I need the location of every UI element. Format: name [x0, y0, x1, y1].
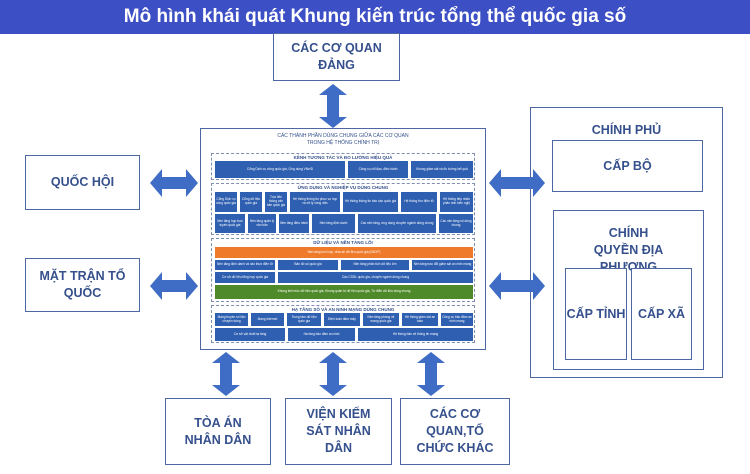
channel-item: Công cụ chỉ đạo, điều hành: [348, 161, 408, 178]
data-item: Bản đồ số quốc gia: [278, 260, 338, 270]
infra-item: Hạ tầng bảo đảm an ninh: [288, 328, 355, 341]
fatherland-front-box: MẶT TRẬN TỔ QUỐC: [25, 258, 140, 312]
channel-item: Cổng Dịch vụ công quốc gia, Ứng dụng VNe…: [215, 161, 345, 178]
other-agencies-box: CÁC CƠ QUAN,TỔ CHỨC KHÁC: [400, 398, 510, 465]
party-agencies-box: CÁC CƠ QUAN ĐẢNG: [273, 33, 400, 81]
app-item: Hệ thống thư điện tử: [401, 192, 437, 212]
infra-item: Trung tâm dữ liệu quốc gia: [287, 313, 321, 326]
vertical-double-arrow-icon: [319, 84, 347, 128]
app-item: Hệ thống thông tin báo cáo quốc gia: [343, 192, 398, 212]
shared-components-title: CÁC THÀNH PHẦN DÙNG CHUNG GIỮA CÁC CƠ QU…: [277, 133, 409, 146]
channels-title: KÊNH TƯƠNG TÁC VÀ ĐO LƯỜNG HIỆU QUẢ: [293, 155, 393, 160]
shared-components-box: CÁC THÀNH PHẦN DÙNG CHUNG GIỮA CÁC CƠ QU…: [200, 128, 486, 350]
data-item: Cơ sở dữ liệu tổng hợp quốc gia: [215, 272, 275, 283]
vertical-double-arrow-icon: [319, 352, 347, 396]
commune-level-box: CẤP XÃ: [631, 268, 692, 360]
app-item: Trục liên thông văn bản quốc gia: [265, 192, 287, 212]
government-title: CHÍNH PHỦ: [591, 123, 662, 137]
app-item: Nền tảng định danh: [312, 214, 355, 233]
infra-item: Nền tảng phòng vệ mạng quốc gia: [363, 313, 399, 326]
app-item: Các nền tảng số dùng chung: [439, 214, 473, 233]
app-item: Hệ thống tiếp nhận phản ánh kiến nghị: [440, 192, 473, 212]
apps-section: ỨNG DỤNG VÀ NGHIỆP VỤ DÙNG CHUNG Cổng Dị…: [211, 183, 475, 235]
app-item: Nền tảng họp trực tuyến quốc gia: [215, 214, 245, 233]
data-section: DỮ LIỆU VÀ NỀN TẢNG LÕI Nền tảng tích hợ…: [211, 238, 475, 302]
data-title: DỮ LIỆU VÀ NỀN TẢNG LÕI: [313, 240, 373, 245]
app-item: Nền tảng điều hành: [279, 214, 309, 233]
apps-title: ỨNG DỤNG VÀ NGHIỆP VỤ DÙNG CHUNG: [297, 185, 389, 190]
data-item: Nền tảng định danh và xác thực điện tử: [215, 260, 275, 270]
infra-item: Công cụ bảo đảm an ninh mạng: [441, 313, 473, 326]
infra-item: Mạng truyền số liệu chuyên dùng: [215, 313, 248, 326]
peoples-court-box: TÒA ÁN NHÂN DÂN: [165, 398, 271, 465]
ministry-level-box: CẤP BỘ: [552, 140, 703, 192]
infra-title: HẠ TẦNG SỐ VÀ AN NINH MẠNG DÙNG CHUNG: [291, 307, 395, 312]
horizontal-double-arrow-icon: [150, 272, 198, 300]
app-item: Cổng dữ liệu quốc gia: [240, 192, 262, 212]
data-item: Nền tảng phân tích dữ liệu lớn: [341, 260, 409, 270]
infra-item: Hệ thống giám sát an toàn: [402, 313, 438, 326]
vertical-double-arrow-icon: [417, 352, 445, 396]
infra-item: Mạng Internet: [251, 313, 284, 326]
infra-section: HẠ TẦNG SỐ VÀ AN NINH MẠNG DÙNG CHUNG Mạ…: [211, 305, 475, 343]
national-assembly-box: QUỐC HỘI: [25, 155, 140, 210]
infra-item: Điện toán đám mây: [324, 313, 360, 326]
horizontal-double-arrow-icon: [489, 272, 545, 300]
app-item: Nền tảng quản lý văn bản: [248, 214, 276, 233]
channel-item: Khung giám sát và đo lường kết quả: [411, 161, 473, 178]
data-item: Nền tảng trao đổi giám sát an ninh mạng: [412, 260, 473, 270]
data-item: Các CSDL quốc gia, chuyên ngành dùng chu…: [278, 272, 473, 283]
province-level-box: CẤP TỈNH: [565, 268, 627, 360]
procuracy-box: VIỆN KIỂM SÁT NHÂN DÂN: [285, 398, 392, 465]
infra-item: Hệ thống bảo vệ thông tin mạng: [358, 328, 473, 341]
horizontal-double-arrow-icon: [150, 169, 198, 197]
horizontal-double-arrow-icon: [489, 169, 545, 197]
vertical-double-arrow-icon: [212, 352, 240, 396]
data-framework-bar: Khung kiến trúc dữ liệu quốc gia, Khung …: [215, 285, 473, 299]
data-exchange-platform-bar: Nền tảng tích hợp, chia sẻ dữ liệu quốc …: [215, 247, 473, 258]
app-item: Hệ thống thông tin phục vụ họp và xử lý …: [290, 192, 340, 212]
app-item: Cổng Dịch vụ công quốc gia: [215, 192, 237, 212]
page-title: Mô hình khái quát Khung kiến trúc tổng t…: [0, 0, 750, 34]
app-item: Các nền tảng, ứng dụng chuyên ngành dùng…: [358, 214, 436, 233]
channels-section: KÊNH TƯƠNG TÁC VÀ ĐO LƯỜNG HIỆU QUẢ Cổng…: [211, 153, 475, 180]
infra-item: Cơ sở vật chất hạ tầng: [215, 328, 285, 341]
